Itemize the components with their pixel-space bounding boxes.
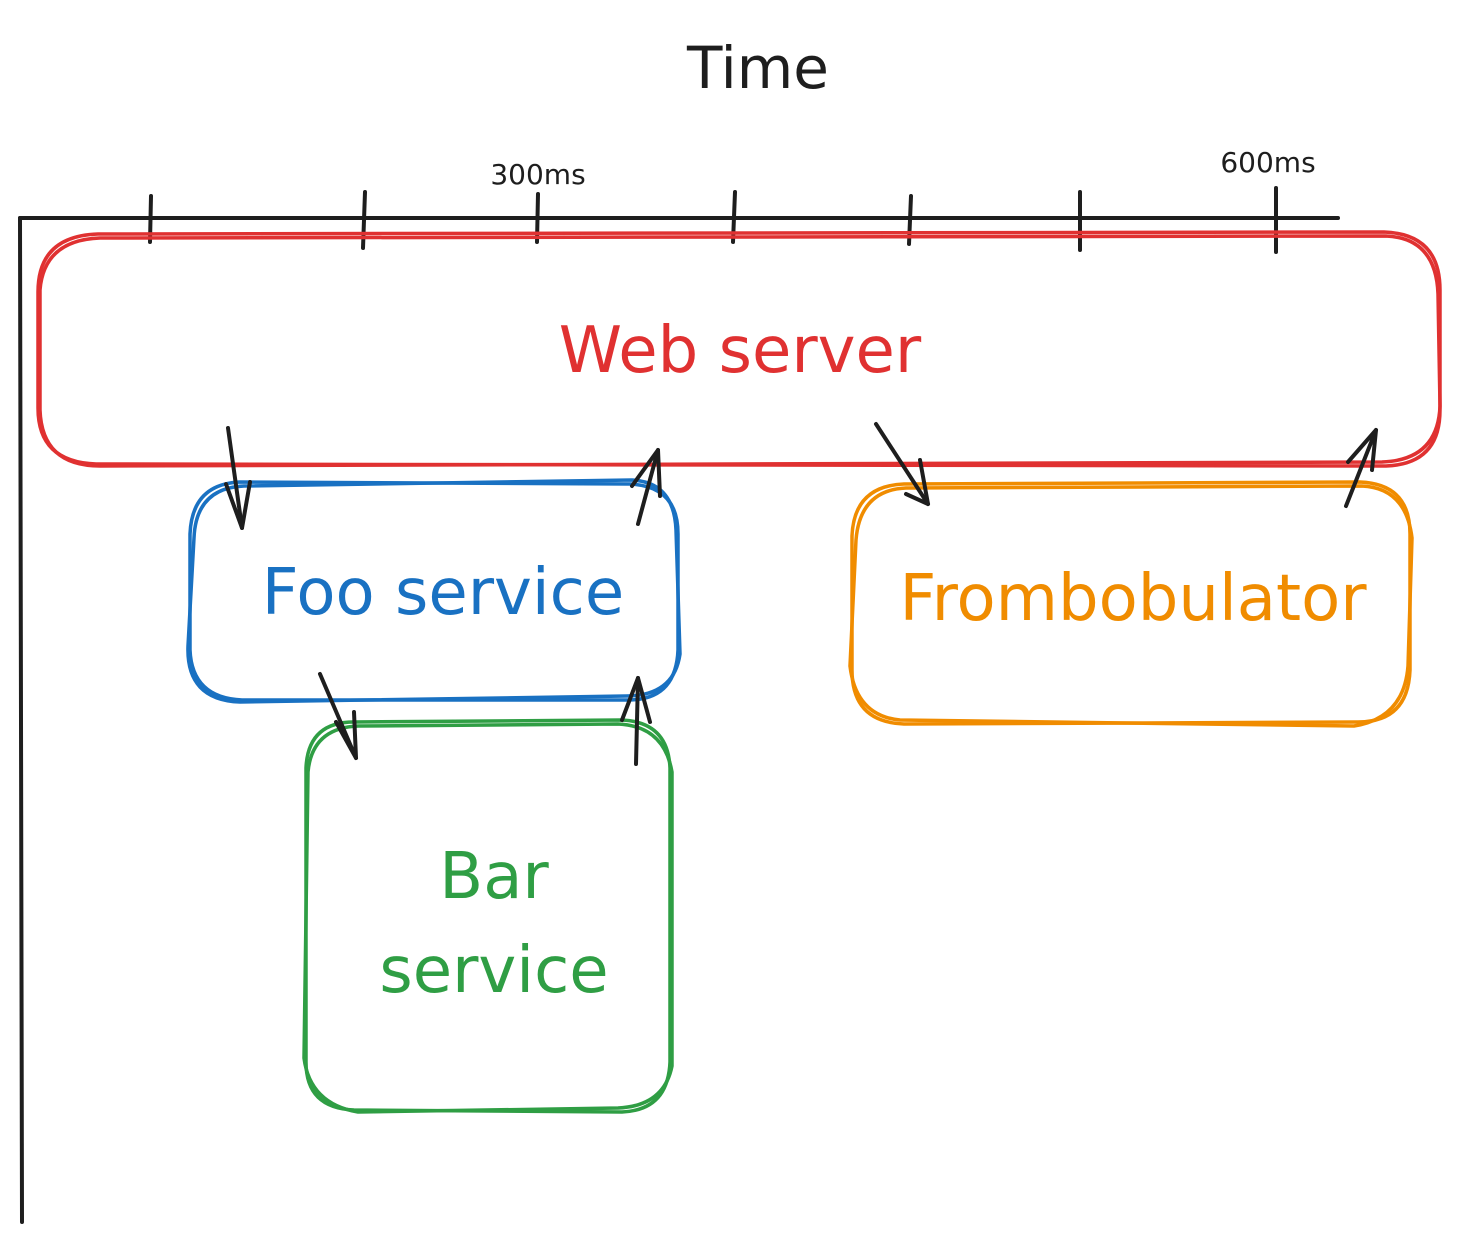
arrow-head-icon — [224, 480, 252, 530]
arrow-bar-to-foo — [634, 676, 640, 766]
bar-service-span: Bar service — [302, 718, 674, 1114]
tick-label-600ms: 600ms — [1220, 146, 1315, 179]
frombobulator-span: Frombobulator — [848, 480, 1414, 728]
arrow-head-icon — [904, 458, 930, 506]
arrow-web-to-frombobulator — [874, 422, 930, 506]
web-server-label: Web server — [559, 314, 922, 388]
time-axis: 300ms 600ms — [18, 146, 1340, 1224]
arrow-web-to-foo — [226, 426, 244, 530]
time-title: Time — [686, 34, 829, 102]
bar-service-label-line1: Bar — [439, 840, 549, 914]
axis-tick — [361, 190, 367, 250]
foo-service-label: Foo service — [262, 556, 624, 630]
frombobulator-box-outline — [850, 480, 1412, 726]
bar-service-box-outline-stroke2 — [302, 722, 674, 1114]
arrow-foo-to-web — [636, 448, 660, 526]
tick-label-300ms: 300ms — [490, 158, 585, 191]
arrow-head-icon — [620, 676, 652, 724]
arrow-frombobulator-to-web — [1344, 428, 1378, 508]
frombobulator-label: Frombobulator — [899, 562, 1367, 636]
frombobulator-box-outline-stroke2 — [848, 484, 1414, 728]
foo-service-box-outline-stroke2 — [186, 478, 682, 704]
call-arrows — [224, 422, 1378, 766]
arrow-head-icon — [1346, 428, 1378, 472]
web-server-box-outline-stroke2 — [38, 234, 1442, 468]
web-server-span: Web server — [36, 230, 1442, 468]
arrow-head-icon — [334, 710, 358, 760]
vertical-axis — [18, 216, 24, 1224]
foo-service-span: Foo service — [186, 478, 682, 704]
arrow-head-icon — [630, 448, 662, 498]
bar-service-box-outline — [304, 718, 672, 1114]
bar-service-label-line2: service — [379, 934, 608, 1008]
